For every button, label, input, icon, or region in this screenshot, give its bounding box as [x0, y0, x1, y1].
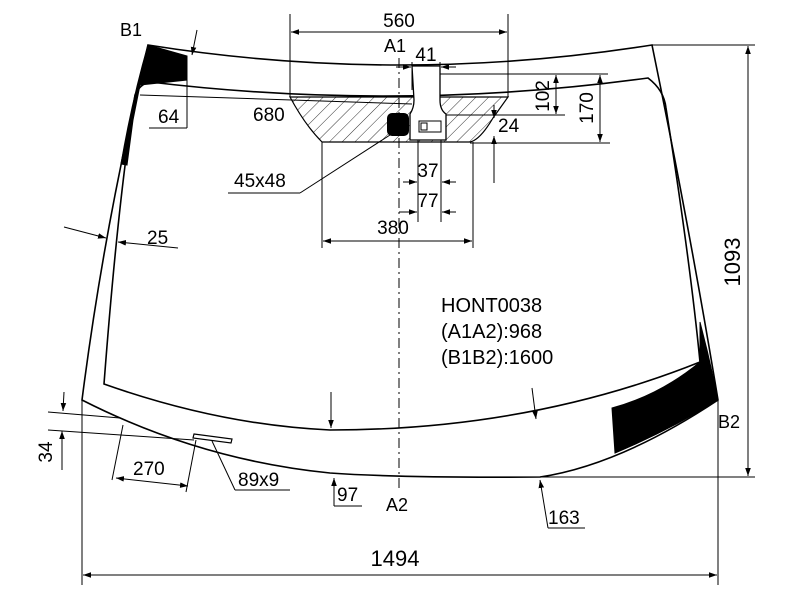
dim-45x48: 45x48	[234, 171, 286, 192]
black-band-bottom-right	[611, 321, 719, 454]
dim-37: 37	[417, 161, 438, 182]
dim-89x9: 89x9	[238, 470, 279, 491]
dim-1494: 1494	[371, 546, 420, 571]
glass-outer-outline	[81, 44, 719, 478]
label-a1: A1	[384, 36, 406, 56]
vin-window-strip	[192, 433, 233, 444]
spec-b1b2: (B1B2):1600	[441, 347, 553, 369]
part-code: HONT0038	[441, 295, 542, 317]
dim-41: 41	[415, 45, 436, 66]
label-a2: A2	[386, 495, 408, 515]
bracket-slot	[418, 120, 442, 133]
dim-102: 102	[533, 80, 554, 112]
dim-34: 34	[36, 441, 57, 463]
dim-97: 97	[337, 485, 358, 506]
dim-24: 24	[498, 116, 520, 137]
dim-line-270	[115, 476, 189, 488]
label-b2: B2	[718, 412, 740, 432]
dim-170: 170	[577, 92, 598, 124]
spec-a1a2: (A1A2):968	[441, 321, 542, 343]
dim-270: 270	[133, 459, 165, 480]
dim-1093: 1093	[720, 238, 745, 287]
dim-163: 163	[548, 508, 580, 529]
label-b1: B1	[120, 20, 142, 40]
dim-77: 77	[417, 191, 438, 212]
dim-560: 560	[383, 11, 415, 32]
dim-25: 25	[147, 228, 168, 249]
black-band-top-left	[120, 44, 188, 166]
dim-680: 680	[253, 105, 285, 126]
glass-inner-outline	[103, 77, 701, 431]
dim-64: 64	[158, 107, 180, 128]
dim-380: 380	[377, 218, 409, 239]
bracket-slot-inner	[420, 122, 428, 131]
rain-sensor-block	[387, 113, 409, 136]
